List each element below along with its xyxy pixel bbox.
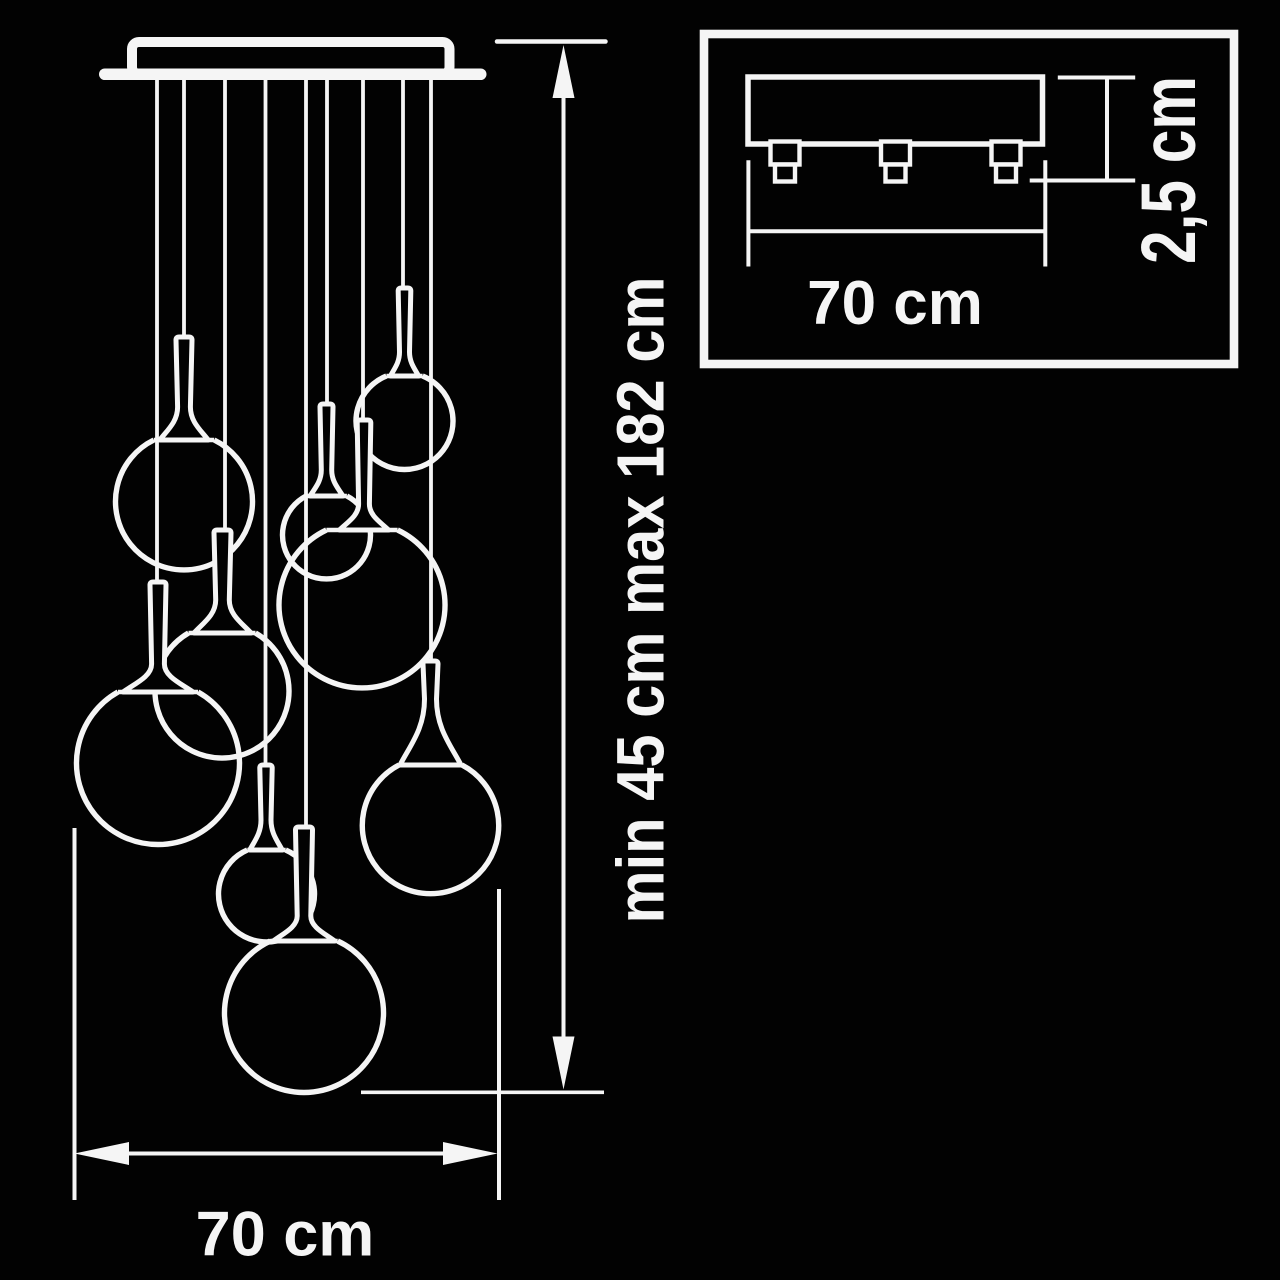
svg-text:70 cm: 70 cm [196, 1200, 375, 1270]
svg-text:min 45 cm max 182 cm: min 45 cm max 182 cm [604, 277, 679, 924]
svg-text:70 cm: 70 cm [807, 269, 983, 338]
svg-text:2,5 cm: 2,5 cm [1126, 76, 1212, 264]
